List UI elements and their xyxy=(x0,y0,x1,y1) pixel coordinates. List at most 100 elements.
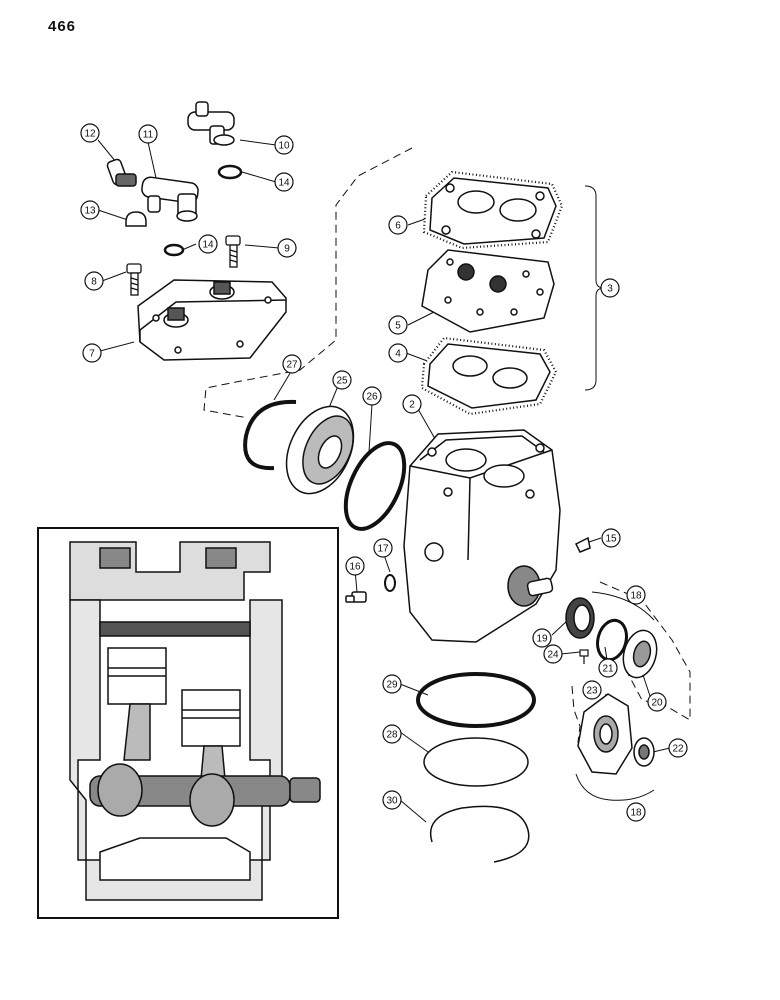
callout-circle xyxy=(345,556,365,576)
part-gasket-6 xyxy=(422,170,564,250)
group-dashed-outline-upper xyxy=(203,147,413,419)
callout-number: 14 xyxy=(202,240,214,251)
callout-circle xyxy=(601,528,621,548)
callout-number: 26 xyxy=(366,392,378,403)
part-oring-14-upper xyxy=(217,164,243,180)
callout-number: 18 xyxy=(630,808,642,819)
callout-13: 13 xyxy=(80,200,100,220)
callout-number: 2 xyxy=(409,400,415,411)
part-cylinder-head-7 xyxy=(137,279,287,361)
part-fitting-11 xyxy=(141,176,199,222)
callout-circle xyxy=(277,238,297,258)
callout-25: 25 xyxy=(332,370,352,390)
callout-29: 29 xyxy=(382,674,402,694)
callout-circle xyxy=(80,200,100,220)
part-snap-ring-30 xyxy=(429,805,530,863)
callout-circle xyxy=(373,538,393,558)
callout-10: 10 xyxy=(274,135,294,155)
part-seal-plate-23 xyxy=(577,693,633,775)
callout-number: 22 xyxy=(672,744,684,755)
callout-circle xyxy=(668,738,688,758)
callout-14: 14 xyxy=(198,234,218,254)
callout-number: 7 xyxy=(89,349,95,360)
callout-26: 26 xyxy=(362,386,382,406)
part-seal-plate-25 xyxy=(285,405,355,495)
part-oring-14-lower xyxy=(163,243,185,257)
callout-number: 27 xyxy=(286,360,298,371)
callout-circle xyxy=(582,680,602,700)
callout-14: 14 xyxy=(274,172,294,192)
callout-number: 29 xyxy=(386,680,398,691)
callout-number: 4 xyxy=(395,349,401,360)
callout-circle xyxy=(402,394,422,414)
callout-circle xyxy=(647,692,667,712)
part-valve-plate-5 xyxy=(421,249,555,333)
callout-27: 27 xyxy=(282,354,302,374)
callout-circle xyxy=(382,724,402,744)
callout-number: 9 xyxy=(284,244,290,255)
callout-28: 28 xyxy=(382,724,402,744)
callout-3: 3 xyxy=(600,278,620,298)
callout-circle xyxy=(388,343,408,363)
callout-30: 30 xyxy=(382,790,402,810)
callout-24: 24 xyxy=(543,644,563,664)
callout-20: 20 xyxy=(647,692,667,712)
callout-12: 12 xyxy=(80,123,100,143)
callout-number: 15 xyxy=(605,534,617,545)
callout-18: 18 xyxy=(626,802,646,822)
part-washer-17 xyxy=(384,574,396,592)
callout-number: 20 xyxy=(651,698,663,709)
callout-number: 24 xyxy=(547,650,559,661)
callout-15: 15 xyxy=(601,528,621,548)
callout-circle xyxy=(84,271,104,291)
callout-circle xyxy=(274,135,294,155)
callout-number: 16 xyxy=(349,562,361,573)
callout-circle xyxy=(332,370,352,390)
part-washer-22 xyxy=(633,737,655,767)
callout-21: 21 xyxy=(598,658,618,678)
callout-number: 5 xyxy=(395,321,401,332)
callout-number: 28 xyxy=(386,730,398,741)
callout-17: 17 xyxy=(373,538,393,558)
callout-number: 11 xyxy=(143,130,154,141)
callout-number: 3 xyxy=(607,284,613,295)
callout-number: 17 xyxy=(377,544,389,555)
part-plug-16 xyxy=(345,591,367,603)
part-oring-26 xyxy=(343,441,407,531)
callout-circle xyxy=(382,674,402,694)
part-oring-29 xyxy=(416,672,536,728)
part-gasket-4 xyxy=(420,336,558,416)
part-seal-seat-20 xyxy=(622,629,658,679)
part-screw-24 xyxy=(579,649,589,664)
part-cap-13 xyxy=(125,211,147,227)
callout-circle xyxy=(382,790,402,810)
callout-9: 9 xyxy=(277,238,297,258)
callout-circle xyxy=(198,234,218,254)
callout-circle xyxy=(626,585,646,605)
callout-7: 7 xyxy=(82,343,102,363)
part-bolt-8 xyxy=(126,263,142,296)
callout-2: 2 xyxy=(402,394,422,414)
part-gasket-28 xyxy=(423,737,529,787)
group-dashed-outline-seal-lower xyxy=(571,685,587,761)
part-fitting-12 xyxy=(106,158,137,187)
callout-circle xyxy=(274,172,294,192)
callout-circle xyxy=(532,628,552,648)
group-dashed-outline-seal xyxy=(599,581,691,721)
callout-circle xyxy=(80,123,100,143)
cutaway-inset xyxy=(37,527,339,919)
callout-number: 21 xyxy=(602,664,614,675)
callout-circle xyxy=(388,315,408,335)
page-number: 466 xyxy=(48,18,77,35)
callout-number: 13 xyxy=(84,206,96,217)
callout-number: 8 xyxy=(91,277,97,288)
callout-number: 10 xyxy=(278,141,290,152)
callout-4: 4 xyxy=(388,343,408,363)
callout-circle xyxy=(543,644,563,664)
callout-number: 25 xyxy=(336,376,348,387)
bracket-18-lower xyxy=(575,773,655,801)
callout-number: 14 xyxy=(278,178,290,189)
callout-circle xyxy=(388,215,408,235)
part-compressor-body-2 xyxy=(403,429,561,643)
